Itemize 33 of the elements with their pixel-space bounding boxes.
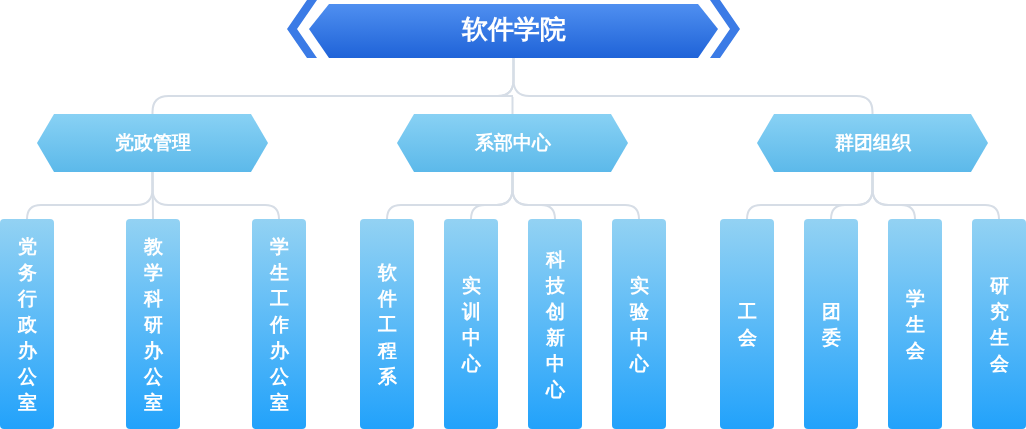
unit-card: [444, 219, 498, 429]
title-banner: [287, 0, 740, 58]
unit-label: 团委: [821, 299, 841, 350]
unit-label: 党务行政办公室: [17, 234, 37, 415]
unit-card: [528, 219, 582, 429]
banner-title: 软件学院: [461, 12, 566, 46]
unit-label: 工会: [737, 299, 757, 350]
category-label: 群团组织: [834, 130, 911, 155]
unit-label: 实验中心: [629, 273, 649, 376]
unit-label: 科技创新中心: [545, 247, 565, 402]
unit-label: 教学科研办公室: [143, 234, 163, 415]
connector-line: [511, 171, 640, 220]
unit-card: [252, 219, 306, 429]
unit-card: [804, 219, 858, 429]
category-banner: [397, 114, 628, 172]
category-label: 系部中心: [474, 130, 551, 155]
unit-label: 软件工程系: [377, 260, 397, 389]
unit-card: [720, 219, 774, 429]
unit-label: 实训中心: [461, 273, 481, 376]
unit-card: [126, 219, 180, 429]
category-banner: [37, 114, 268, 172]
category-banner: [757, 114, 988, 172]
category-label: 党政管理: [114, 130, 191, 155]
unit-card: [612, 219, 666, 429]
unit-label: 学生工作办公室: [269, 234, 289, 415]
unit-card: [0, 219, 54, 429]
unit-card: [360, 219, 414, 429]
unit-label: 学生会: [905, 286, 925, 363]
unit-card: [972, 219, 1026, 429]
unit-label: 研究生会: [989, 273, 1009, 376]
unit-card: [888, 219, 942, 429]
connector-line: [871, 171, 1000, 220]
connector-line: [151, 171, 280, 220]
